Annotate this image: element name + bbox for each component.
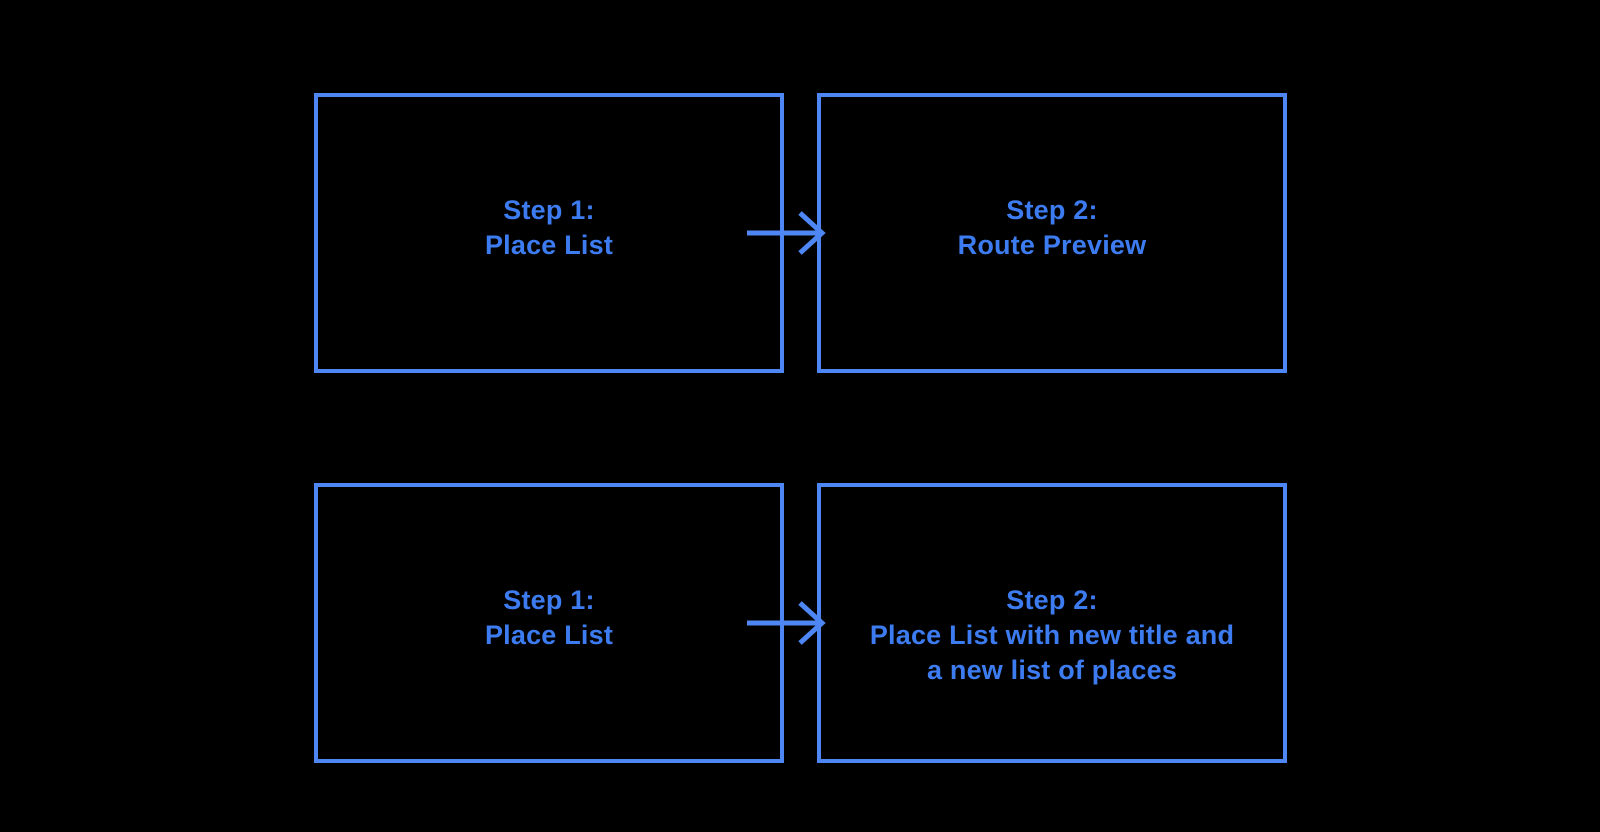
box-label-line: Step 1: [503,585,595,615]
box-label-line: Place List [484,620,614,650]
flow-box-step1-place-list: Step 1: Place List [314,93,784,373]
box-label-line: Step 2: [1006,195,1098,225]
box-label: Step 1: Place List [318,583,780,653]
box-label-line: Step 2: [1006,585,1098,615]
flow-box-step1-place-list-2: Step 1: Place List [314,483,784,763]
box-label: Step 1: Place List [318,193,780,263]
right-arrow-icon [747,601,826,645]
box-label-line: Route Preview [957,230,1147,260]
box-label-line: Place List with new title and [869,620,1235,650]
box-label-line: Step 1: [503,195,595,225]
right-arrow-icon [747,211,826,255]
flow-box-step2-route-preview: Step 2: Route Preview [817,93,1287,373]
box-label-line: a new list of places [926,655,1178,685]
box-label: Step 2: Route Preview [821,193,1283,263]
box-label-line: Place List [484,230,614,260]
flow-box-step2-new-place-list: Step 2: Place List with new title and a … [817,483,1287,763]
box-label: Step 2: Place List with new title and a … [821,583,1283,688]
